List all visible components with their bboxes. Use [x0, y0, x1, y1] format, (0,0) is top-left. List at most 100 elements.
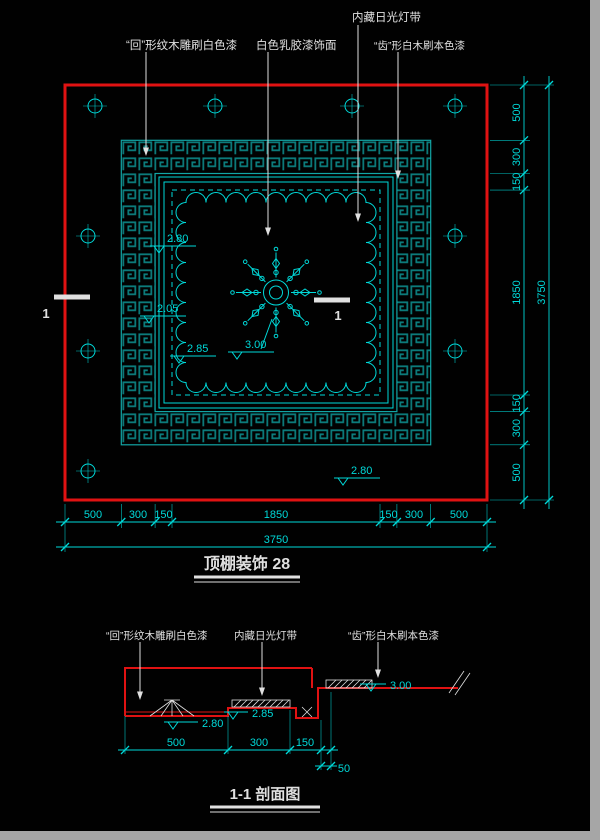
- crosshair-marker: [76, 339, 100, 363]
- level-text: 3.00: [390, 680, 411, 692]
- medallion-bead: [259, 303, 265, 310]
- dim-text: 300: [129, 509, 147, 521]
- medallion-tip-dot: [230, 290, 235, 295]
- dim-tick: [482, 542, 492, 552]
- section-title-block: 1-1 剖面图: [210, 785, 320, 813]
- level-mark: [334, 477, 380, 486]
- callout-carved: “回”形纹木雕刷白色漆: [126, 38, 237, 52]
- dim-text: 500: [84, 509, 102, 521]
- crosshair-marker: [83, 94, 107, 118]
- plan-title: 顶棚装饰 28: [204, 554, 290, 573]
- crosshair-marker: [203, 94, 227, 118]
- callout-leader-lines: [145, 25, 399, 228]
- dim-text: 150: [511, 394, 523, 412]
- callout-tooth: “齿”形白木刷本色漆: [374, 39, 465, 52]
- dim-total-text: 3750: [264, 534, 288, 546]
- hatch-outline: [231, 699, 291, 708]
- dim-text: 150: [511, 173, 523, 191]
- level-mark: [140, 315, 186, 324]
- medallion-petal: [292, 267, 301, 277]
- right-edge-strip: [590, 0, 600, 840]
- hatch-line: [257, 699, 266, 708]
- medallion-bead: [273, 269, 279, 276]
- callout-lamp: 内藏日光灯带: [234, 629, 297, 642]
- trim-frame-mid: [163, 181, 389, 404]
- medallion-bead: [253, 289, 259, 296]
- crosshair-marker: [76, 224, 100, 248]
- medallion-petal: [271, 315, 281, 328]
- level-text: 3.00: [245, 339, 266, 351]
- section-levels: 2.80 2.85 3.00: [164, 680, 411, 730]
- tooth-trim-frame: [171, 189, 381, 396]
- dim-lines: [56, 521, 496, 548]
- callout-lamp: 内藏日光灯带: [352, 10, 421, 24]
- level-mark: [164, 721, 198, 730]
- hatch-line: [269, 699, 278, 708]
- medallion-spoke: [286, 263, 305, 283]
- meander-outer-edge: [120, 139, 432, 446]
- hatch-line: [345, 679, 355, 689]
- medallion-bead: [273, 309, 279, 316]
- medallion-bead: [259, 275, 265, 282]
- medallion-petal: [251, 267, 260, 277]
- plan-dims-bottom: 500 300 150 1850 150 300 500 3750: [56, 504, 496, 552]
- medallion-tip-dot: [304, 321, 310, 326]
- section-leader-arrows: [137, 669, 381, 700]
- plan-title-block: 顶棚装饰 28: [194, 554, 300, 583]
- dim-text: 500: [167, 737, 185, 749]
- level-text: 2.80: [351, 465, 372, 477]
- medallion-petal: [251, 308, 260, 318]
- level-mark: [228, 318, 274, 360]
- hatch-line: [245, 699, 254, 708]
- medallion-petal: [241, 288, 253, 297]
- section-mark-right: 1: [334, 308, 341, 323]
- center-medallion: [230, 246, 322, 339]
- lamp-markers: [76, 94, 467, 483]
- section-cut-marks: 1 1: [42, 294, 350, 323]
- section-mark-left: 1: [42, 306, 49, 321]
- meander-inner-edge: [154, 172, 398, 413]
- crosshair-marker: [443, 224, 467, 248]
- plan-dims-right: 500 300 150 1850 150 300 500 3750: [490, 76, 554, 509]
- dim-text: 1850: [264, 509, 288, 521]
- section-title: 1-1 剖面图: [230, 785, 301, 803]
- medallion-tip-dot: [304, 259, 310, 265]
- level-mark: [360, 683, 386, 692]
- level-text: 2.80: [202, 718, 223, 730]
- medallion-inner-circle: [269, 285, 283, 300]
- medallion-bead: [293, 289, 299, 296]
- plan-levels: 2.80 2.05 2.85 3.00 2.80: [140, 233, 380, 486]
- dim-offset-text: 50: [338, 763, 350, 775]
- callout-carved: “回”形纹木雕刷白色漆: [106, 629, 208, 642]
- medallion-spoke: [247, 302, 266, 322]
- dim-text: 1850: [511, 280, 523, 304]
- hatch-line: [251, 699, 260, 708]
- hatch-line: [351, 679, 361, 689]
- medallion-spoke: [247, 263, 266, 283]
- medallion-petal: [271, 257, 281, 270]
- trim-frame-outer: [158, 176, 394, 409]
- hatch-line: [281, 699, 290, 708]
- level-text: 2.80: [167, 233, 188, 245]
- medallion-petal: [292, 308, 301, 318]
- level-text: 2.85: [252, 708, 273, 720]
- dim-text: 300: [250, 737, 268, 749]
- medallion-tip-dot: [273, 246, 279, 252]
- medallion-bead: [287, 303, 293, 310]
- medallion-tip-dot: [317, 290, 322, 295]
- hatch-line: [233, 699, 242, 708]
- medallion-tip-dot: [242, 259, 248, 265]
- section-dims: 500 300 150 50: [118, 692, 350, 775]
- section-view: “回”形纹木雕刷白色漆 内藏日光灯带 “齿”形白木刷本色漆 2.80 2.85 …: [106, 629, 471, 813]
- hatch-line: [263, 699, 272, 708]
- scallop-border: [175, 192, 377, 393]
- crosshair-marker: [443, 339, 467, 363]
- dim-text: 150: [296, 737, 314, 749]
- crosshair-marker: [443, 94, 467, 118]
- medallion-spoke: [286, 302, 305, 322]
- medallion-tip-dot: [242, 321, 248, 326]
- plan-border: [63, 83, 489, 502]
- hatch-line: [327, 679, 337, 689]
